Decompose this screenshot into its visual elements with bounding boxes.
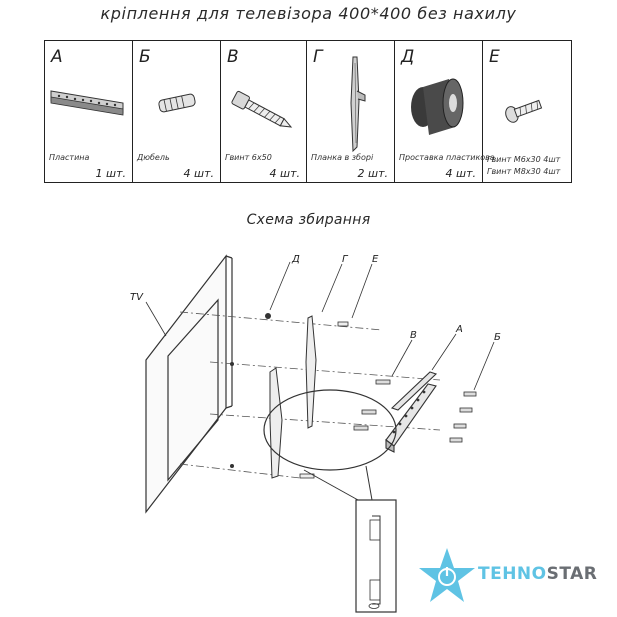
part-name: Дюбель: [137, 153, 170, 162]
part-cell-g: Г Планка в зборі 2 шт.: [307, 41, 395, 182]
machine-screw-icon: [505, 99, 543, 123]
parts-table: А Пластина 1 шт. Б Дюбель 4 шт.: [44, 40, 572, 183]
part-letter: Е: [489, 47, 500, 67]
part-cell-d: Д Проставка пластикова 4 шт.: [395, 41, 495, 182]
label-e: Е: [372, 254, 379, 265]
part-cell-b: Б Дюбель 4 шт.: [133, 41, 221, 182]
part-name: Проставка пластикова: [399, 153, 495, 162]
part-letter: Д: [401, 47, 415, 67]
part-cell-e: Е Гвинт М6х30 4шт Гвинт М8х30 4шт: [483, 41, 571, 182]
long-screw-icon: [231, 90, 293, 128]
part-qty: 4 шт.: [183, 167, 214, 180]
part-cell-v: В Гвинт 6х50 4 шт.: [221, 41, 307, 182]
label-d: Д: [291, 254, 300, 265]
part-letter: А: [51, 47, 63, 67]
label-v: В: [410, 330, 417, 341]
part-letter: Г: [313, 47, 323, 67]
brand-logo: TEHNOSTAR: [418, 546, 617, 608]
part-name: Гвинт 6х50: [225, 153, 272, 162]
part-letter: Б: [139, 47, 151, 67]
part-qty: 1 шт.: [95, 167, 126, 180]
label-tv: TV: [130, 292, 144, 303]
brand-name-part2: STAR: [546, 564, 598, 584]
assembly-title: Схема збирання: [246, 212, 371, 228]
wall-plate-icon: [50, 90, 124, 116]
bracket-strip-icon: [350, 56, 366, 153]
part-name: Гвинт М6х30 4шт: [487, 155, 561, 164]
spacer-icon: [411, 78, 464, 135]
part-name: Пластина: [49, 153, 90, 162]
brand-name: TEHNOSTAR: [478, 564, 597, 584]
dowel-icon: [158, 93, 196, 113]
part-qty: 4 шт.: [445, 167, 476, 180]
star-power-icon: [419, 548, 475, 602]
label-g: Г: [342, 254, 349, 265]
page-title: кріплення для телевізора 400*400 без нах…: [100, 4, 517, 23]
part-cell-a: А Пластина 1 шт.: [45, 41, 133, 182]
part-letter: В: [227, 47, 239, 67]
label-b: Б: [494, 332, 501, 343]
part-name: Планка в зборі: [311, 153, 374, 162]
part-qty: 4 шт.: [269, 167, 300, 180]
part-name-2: Гвинт М8х30 4шт: [487, 167, 561, 176]
label-a: А: [455, 324, 463, 335]
part-qty: 2 шт.: [357, 167, 388, 180]
brand-name-part1: TEHNO: [478, 564, 547, 584]
tv-panel: [145, 254, 233, 514]
